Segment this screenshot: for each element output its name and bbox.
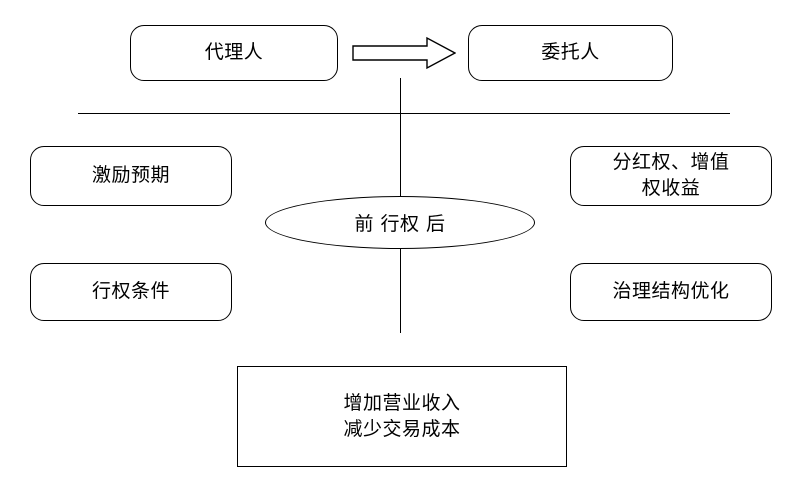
vertical-axis-line-lower xyxy=(400,247,401,333)
node-incentive-expectation-label: 激励预期 xyxy=(91,164,170,187)
node-dividend-rights-label-line1: 分红权、增值 xyxy=(612,151,730,174)
node-outcome-label-line1: 增加营业收入 xyxy=(343,391,461,414)
node-outcome-label-line2: 减少交易成本 xyxy=(343,417,461,440)
node-exercise-conditions[interactable]: 行权条件 xyxy=(30,263,232,321)
block-arrow-right-icon xyxy=(352,36,456,70)
node-dividend-rights-label-line2: 权收益 xyxy=(641,177,701,199)
node-agent[interactable]: 代理人 xyxy=(130,25,338,81)
node-governance-optimization-label: 治理结构优化 xyxy=(612,280,730,303)
node-incentive-expectation[interactable]: 激励预期 xyxy=(30,146,232,206)
node-exercise-conditions-label: 行权条件 xyxy=(91,280,170,303)
horizontal-axis-line xyxy=(78,113,730,114)
node-governance-optimization[interactable]: 治理结构优化 xyxy=(570,263,772,321)
node-principal-label: 委托人 xyxy=(541,41,600,64)
node-principal[interactable]: 委托人 xyxy=(468,25,673,81)
node-center-ellipse[interactable]: 前 行权 后 xyxy=(265,196,535,249)
node-center-ellipse-label: 前 行权 后 xyxy=(354,213,446,235)
node-agent-label: 代理人 xyxy=(204,41,264,64)
vertical-axis-line-upper xyxy=(400,78,401,198)
node-dividend-rights[interactable]: 分红权、增值 权收益 xyxy=(570,146,772,206)
node-outcome[interactable]: 增加营业收入 减少交易成本 xyxy=(237,366,567,467)
